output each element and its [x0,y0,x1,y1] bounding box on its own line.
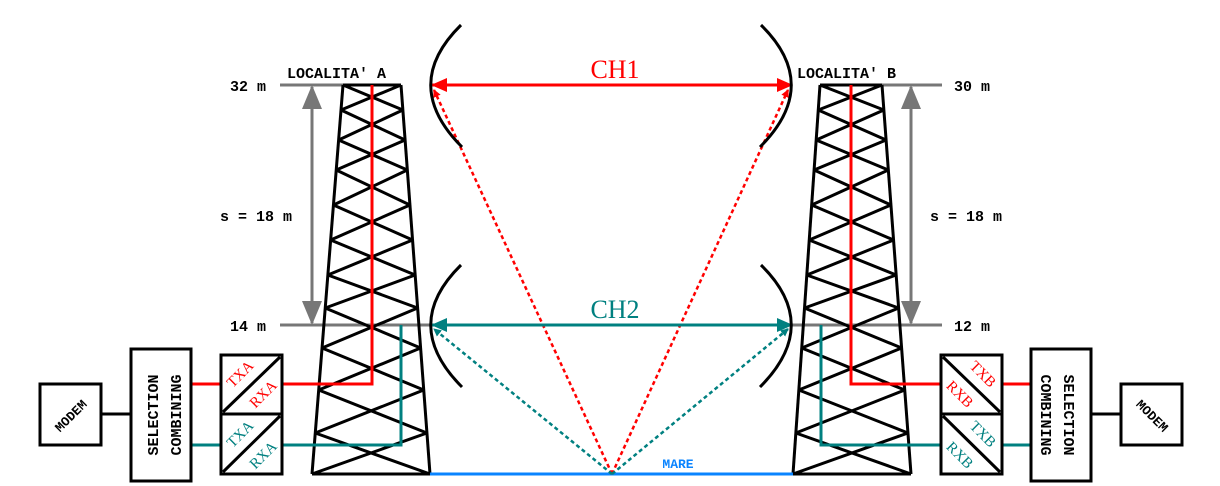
feeder-b-ch2 [819,325,941,447]
modem-a [38,382,103,447]
site-b-spacing: s = 18 m [930,209,1002,226]
combiner-b-line2: COMBINING [1036,374,1053,455]
tower-brace [795,388,906,435]
feeder-b-ch1 [849,85,941,386]
combiner-b-line1: SELECTION [1059,374,1076,455]
tower-brace [792,431,909,476]
combiner-a-line2: COMBINING [169,374,186,455]
tower-leg [399,84,432,475]
reflected-paths [432,89,790,475]
antenna-a-ch1-icon [429,23,464,149]
tower-brace [332,168,408,207]
site-a-spacing: s = 18 m [220,209,292,226]
site-a-low-height: 14 m [230,319,266,336]
height-lines [280,83,942,327]
reflection-ch2-b [611,328,789,475]
tower-brace [311,431,428,476]
feeder-a-ch2 [282,325,403,447]
tower-leg [310,84,345,475]
site-a-name: LOCALITA' A [287,66,386,83]
feeder-a-ch1 [282,85,374,386]
tower-leg [791,84,822,475]
site-a-top-height: 32 m [230,79,266,96]
combiner-b [1029,347,1093,483]
reflection-ch1-a [432,89,614,475]
tower-brace [327,238,414,277]
site-b-name: LOCALITA' B [797,66,896,83]
site-b-low-height: 12 m [954,319,990,336]
ch1-label: CH1 [590,55,639,84]
combiner-a-line1: SELECTION [146,374,163,455]
antenna-b-ch2-icon [758,263,793,389]
antennas [429,23,793,389]
antenna-a-ch2-icon [429,263,464,389]
antenna-b-ch1-icon [758,23,793,149]
reflection-ch2-a [433,328,613,475]
site-b-top-height: 30 m [954,79,990,96]
modem-b [1119,382,1184,447]
combiner-a [129,347,193,483]
tower-brace [314,388,425,435]
tower-brace [324,273,416,310]
tower-leg [880,84,913,475]
tower-b [791,83,913,476]
tower-brace [321,306,419,350]
tower-brace [330,203,411,242]
reflection-ch1-b [610,89,790,475]
ch2-label: CH2 [590,295,639,324]
sea-label: MARE [662,457,693,472]
